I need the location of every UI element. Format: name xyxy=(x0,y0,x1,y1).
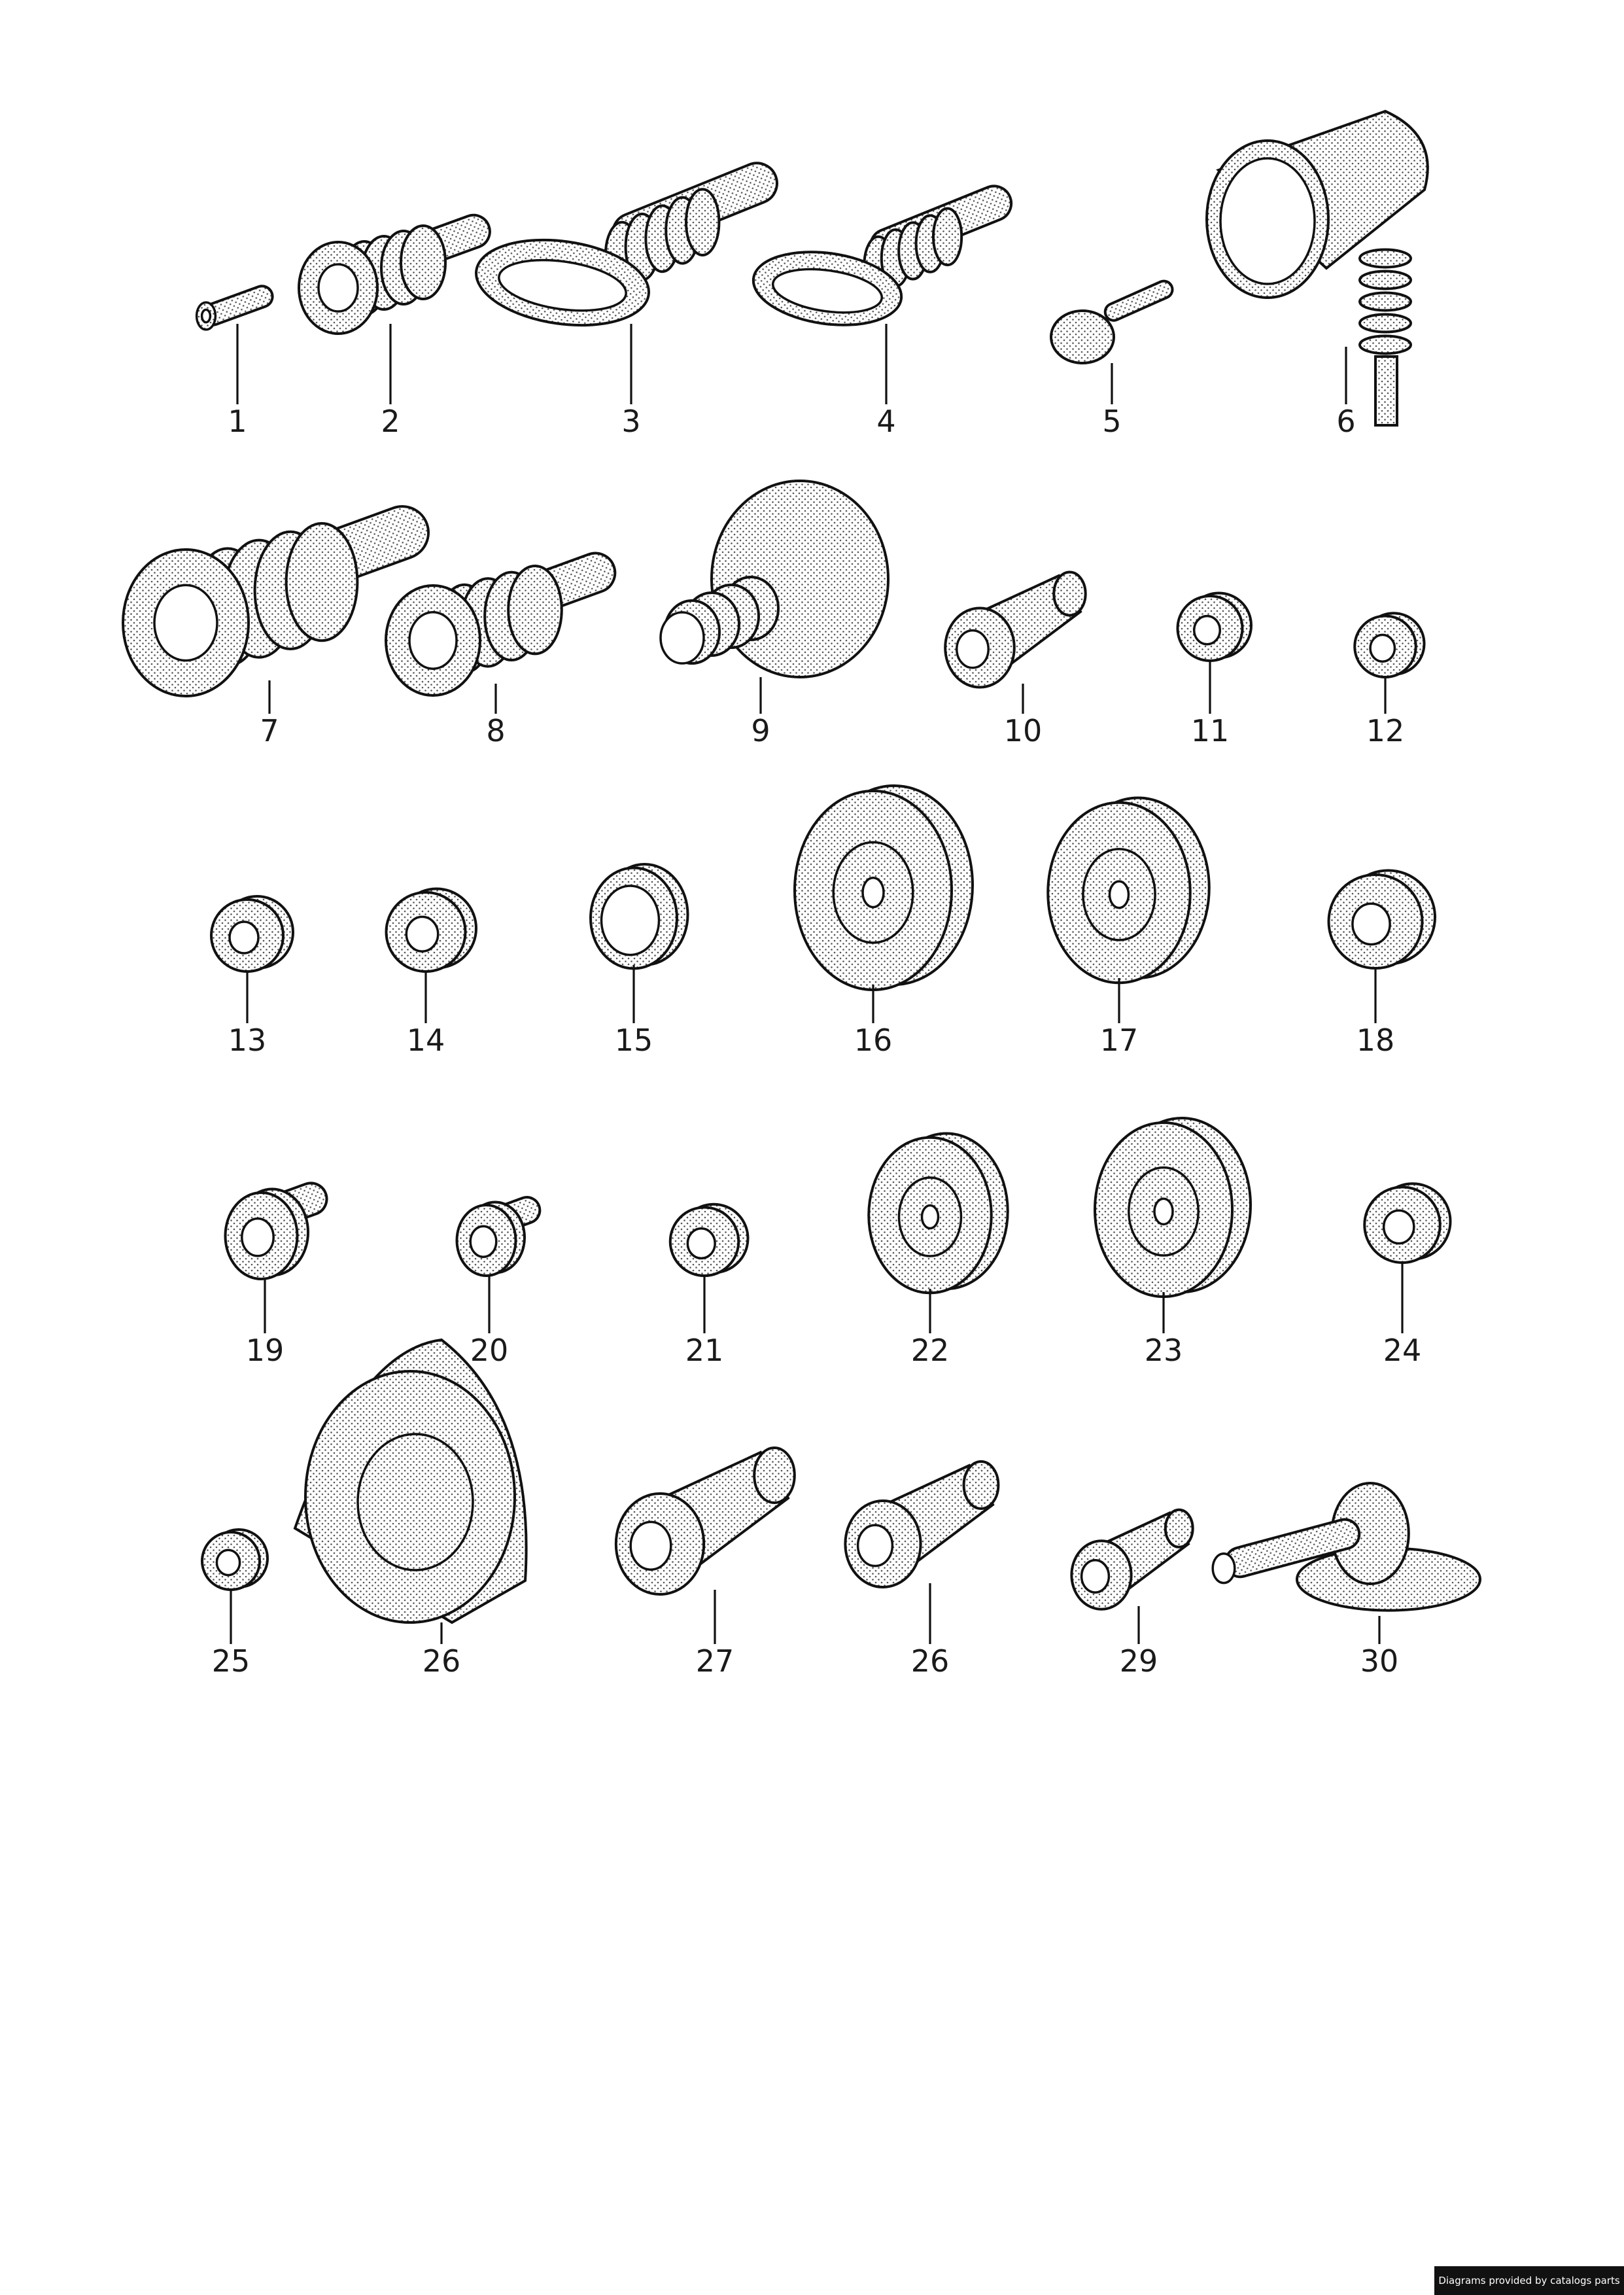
part-label: 5 xyxy=(1102,404,1121,439)
part-label: 15 xyxy=(615,1023,653,1058)
part-15-drawing xyxy=(589,863,689,970)
part-17-drawing xyxy=(1046,796,1211,985)
part-label: 9 xyxy=(751,713,770,748)
part-18-drawing xyxy=(1327,869,1436,970)
part-28-drawing xyxy=(844,1460,1000,1588)
part-29-drawing xyxy=(1070,1508,1194,1611)
part-6-drawing xyxy=(1205,109,1429,427)
part-label: 12 xyxy=(1366,713,1405,748)
part-label: 17 xyxy=(1100,1023,1139,1058)
part-label: 30 xyxy=(1360,1643,1399,1679)
part-label: 14 xyxy=(407,1023,445,1058)
part-21-drawing xyxy=(668,1202,750,1277)
part-label: 13 xyxy=(228,1023,267,1058)
part-23-drawing xyxy=(1094,1117,1252,1298)
part-label: 16 xyxy=(854,1023,893,1058)
part-11-drawing xyxy=(1176,591,1253,662)
part-13-drawing xyxy=(210,895,294,973)
part-label: 3 xyxy=(621,404,640,439)
part-14-drawing xyxy=(385,887,477,973)
part-19-drawing xyxy=(224,1182,328,1280)
part-22-drawing xyxy=(867,1132,1009,1295)
part-label: 26 xyxy=(423,1643,461,1679)
part-label: 11 xyxy=(1191,713,1230,748)
part-label: 7 xyxy=(260,713,279,748)
part-label: 2 xyxy=(381,404,400,439)
part-label: 20 xyxy=(470,1333,509,1368)
part-26-drawing xyxy=(293,1338,528,1624)
part-label: 23 xyxy=(1145,1333,1183,1368)
part-10-drawing xyxy=(944,570,1087,689)
part-1-drawing xyxy=(195,285,274,331)
part-label: 1 xyxy=(228,404,247,439)
part-27-drawing xyxy=(614,1446,796,1596)
part-9-drawing xyxy=(659,480,890,678)
part-25-drawing xyxy=(201,1528,269,1591)
part-label: 27 xyxy=(696,1643,734,1679)
credit-banner: Diagrams provided by catalogs parts xyxy=(1434,2266,1624,2295)
part-7-drawing xyxy=(122,505,430,697)
part-label: 21 xyxy=(685,1333,724,1368)
part-label: 8 xyxy=(486,713,505,748)
part-label: 29 xyxy=(1120,1643,1158,1679)
part-5-drawing xyxy=(1050,279,1174,364)
part-label: 25 xyxy=(212,1643,251,1679)
part-20-drawing xyxy=(455,1196,542,1277)
part-12-drawing xyxy=(1353,612,1426,678)
part-8-drawing xyxy=(385,552,617,697)
part-label: 19 xyxy=(246,1333,285,1368)
part-label: 26 xyxy=(911,1643,950,1679)
part-3-drawing xyxy=(475,162,778,327)
part-30-drawing xyxy=(1211,1482,1481,1612)
part-label: 10 xyxy=(1004,713,1043,748)
part-label: 6 xyxy=(1336,404,1355,439)
part-label: 24 xyxy=(1383,1333,1422,1368)
part-2-drawing xyxy=(298,213,491,335)
part-16-drawing xyxy=(793,784,974,991)
part-label: 4 xyxy=(876,404,895,439)
part-label: 22 xyxy=(911,1333,950,1368)
part-label: 18 xyxy=(1356,1023,1395,1058)
part-4-drawing xyxy=(752,184,1013,326)
part-24-drawing xyxy=(1363,1182,1452,1264)
